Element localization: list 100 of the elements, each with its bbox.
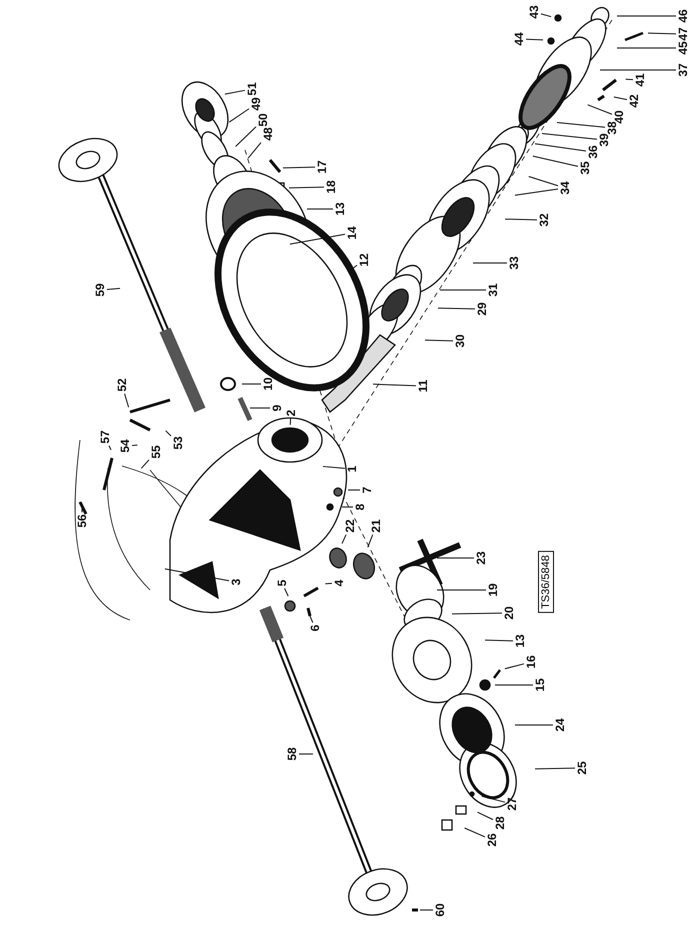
callout-number: 52 — [116, 377, 128, 393]
leader-line — [290, 418, 292, 426]
leader-line — [322, 466, 346, 469]
callout-number: 2 — [285, 408, 297, 418]
leader-line — [282, 166, 316, 168]
callout-number: 14 — [346, 225, 358, 241]
callout-number: 46 — [677, 8, 689, 24]
callout-number: 22 — [344, 518, 356, 534]
callout-number: 37 — [677, 62, 689, 78]
leader-line — [108, 445, 112, 450]
leader-line — [289, 234, 346, 245]
callout-number: 45 — [677, 40, 689, 56]
callout-number: 8 — [354, 502, 366, 512]
callout-number: 20 — [503, 605, 515, 621]
callout-number: 56 — [76, 513, 88, 529]
leader-line — [514, 724, 554, 726]
callout-number: 9 — [271, 404, 283, 412]
leader-line — [625, 78, 634, 80]
callout-number: 13 — [514, 633, 526, 649]
leader-line — [540, 13, 552, 18]
leader-line — [124, 393, 130, 408]
callout-number: 54 — [119, 438, 131, 454]
leader-line — [248, 142, 262, 159]
leader-line — [309, 614, 314, 624]
callout-number: 17 — [316, 159, 328, 175]
leader-line — [472, 262, 508, 264]
callout-number: 41 — [634, 72, 646, 88]
callout-number: 26 — [486, 832, 498, 848]
leader-line — [526, 38, 544, 40]
leader-line — [613, 96, 628, 100]
callout-number: 47 — [677, 26, 689, 42]
callout-number: 19 — [487, 582, 499, 598]
leader-line — [106, 288, 121, 290]
callout-number: 30 — [454, 333, 466, 349]
drawing-reference: TS36/5848 — [538, 551, 554, 613]
leader-line — [648, 32, 676, 34]
leader-line — [342, 534, 347, 544]
leader-line — [165, 430, 172, 436]
leader-line — [477, 812, 494, 820]
callout-number: 53 — [172, 435, 184, 451]
leader-line — [481, 796, 506, 803]
leader-line — [372, 384, 416, 386]
leader-line — [464, 828, 486, 838]
leader-line — [140, 459, 150, 469]
leader-line — [164, 568, 230, 582]
callout-number: 31 — [487, 282, 499, 298]
leader-line — [484, 640, 514, 642]
leader-line — [534, 143, 586, 152]
callout-number: 10 — [262, 376, 274, 392]
leader-line — [228, 108, 250, 123]
callout-number: 48 — [262, 126, 274, 142]
callout-number: 28 — [494, 815, 506, 831]
leader-line — [288, 186, 324, 188]
callout-number: 21 — [370, 518, 382, 534]
callout-number: 25 — [576, 760, 588, 776]
callout-number: 5 — [276, 578, 288, 588]
callout-number: 13 — [334, 201, 346, 217]
callout-number: 43 — [528, 4, 540, 20]
leader-line — [514, 188, 558, 196]
leader-line — [424, 340, 454, 342]
callout-number: 36 — [587, 144, 599, 160]
callout-number: 34 — [559, 180, 571, 196]
leader-line — [367, 534, 374, 548]
callout-number: 18 — [325, 179, 337, 195]
leader-line — [324, 582, 332, 584]
callout-number: 24 — [554, 717, 566, 733]
callout-number: 57 — [99, 429, 111, 445]
leader-line — [132, 444, 138, 446]
callout-number: 44 — [513, 31, 525, 47]
callout-number: 35 — [579, 160, 591, 176]
callout-number: 1 — [346, 464, 358, 474]
callout-number: 49 — [250, 96, 262, 112]
leader-line — [528, 176, 558, 186]
callout-number: 15 — [534, 677, 546, 693]
leader-line — [532, 156, 578, 167]
callout-number: 60 — [434, 902, 446, 918]
callout-number: 32 — [538, 212, 550, 228]
leader-line — [494, 684, 534, 686]
leader-line — [342, 506, 354, 508]
leader-line — [350, 264, 358, 270]
callout-number: 51 — [246, 81, 258, 97]
leader-line — [534, 768, 576, 770]
callout-number: 11 — [417, 378, 429, 394]
leader-line — [452, 612, 502, 614]
leader-line — [438, 308, 476, 310]
leader-line — [541, 133, 598, 140]
leader-line — [504, 663, 524, 670]
callout-number: 55 — [150, 444, 162, 460]
callout-number: 59 — [94, 282, 106, 298]
callout-number: 42 — [628, 93, 640, 109]
callout-number: 12 — [358, 252, 370, 268]
callout-number: 33 — [508, 255, 520, 271]
leader-line — [224, 90, 246, 95]
callout-number: 16 — [525, 654, 537, 670]
callout-number: 58 — [286, 746, 298, 762]
callout-number: 50 — [257, 112, 269, 128]
callout-number: 7 — [361, 486, 373, 494]
callout-number: 6 — [309, 624, 321, 632]
leader-line — [284, 588, 289, 597]
leader-line — [556, 122, 606, 128]
